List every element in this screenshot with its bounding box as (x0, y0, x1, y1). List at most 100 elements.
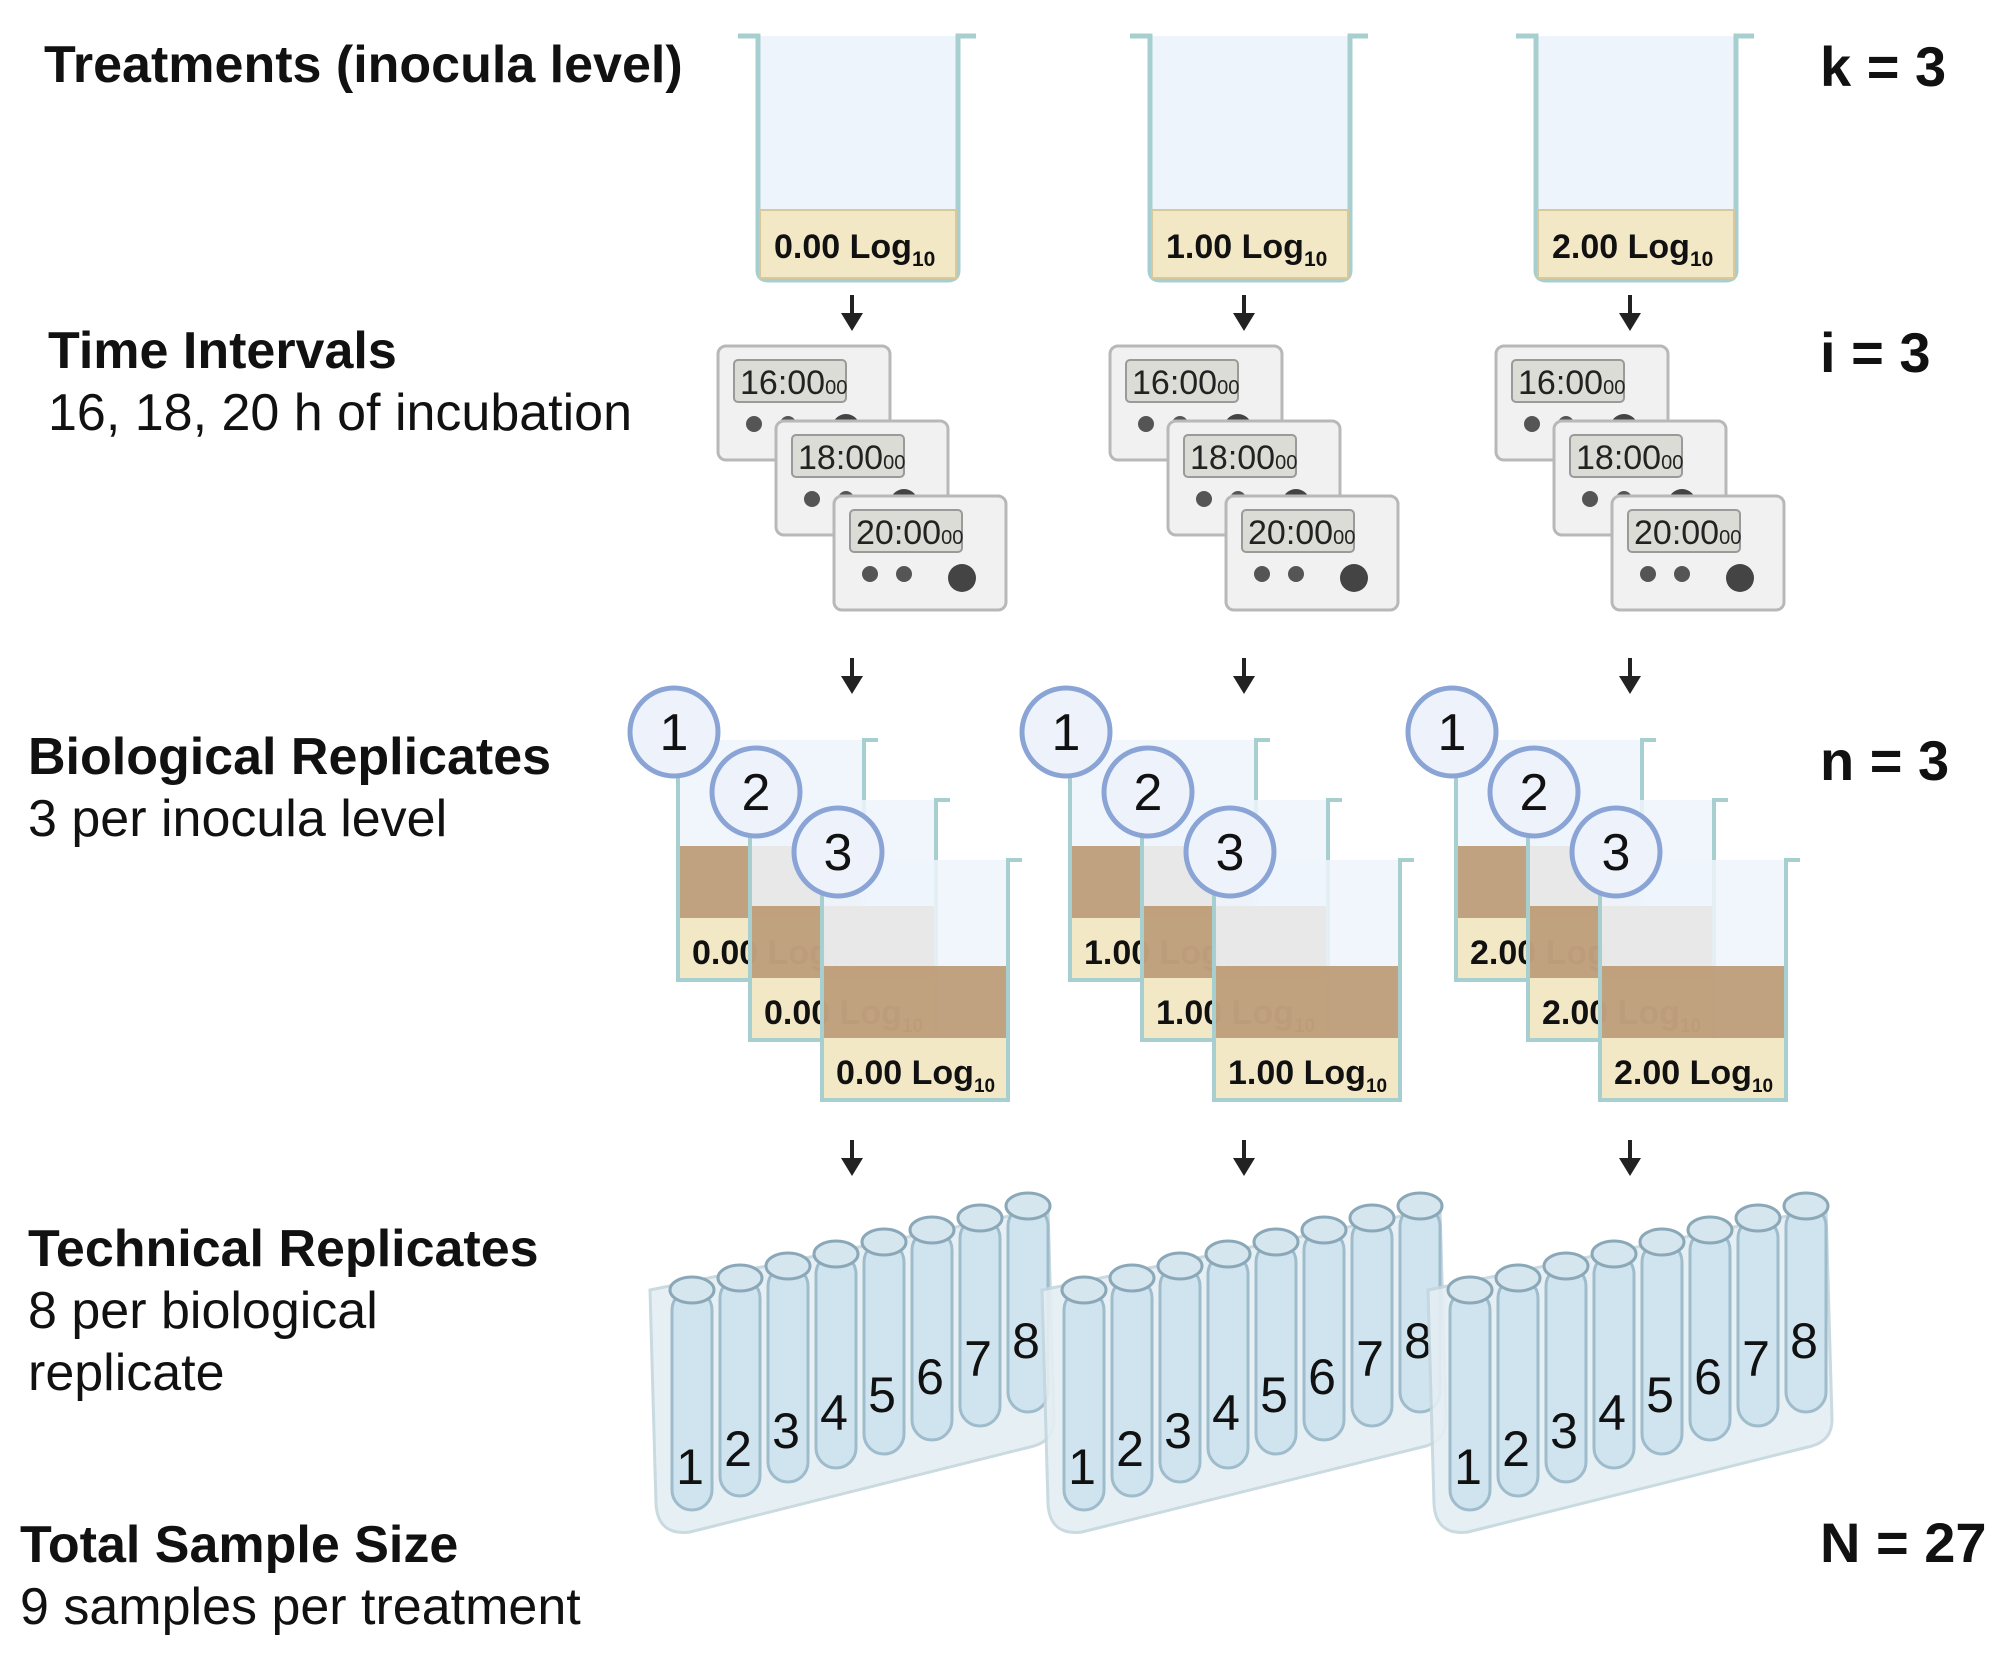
replicate-number-badge: 1 (1405, 685, 1499, 779)
tube-number: 3 (1164, 1403, 1192, 1459)
test-tube-2: 2 (716, 1263, 764, 1498)
down-arrow (1233, 658, 1255, 694)
test-tube-1: 1 (1060, 1275, 1108, 1512)
technical-replicates-subtitle-line2: replicate (28, 1344, 225, 1402)
time-intervals-heading: Time Intervals (48, 322, 397, 380)
timer-stack: 16:0000 18:0000 20:0000 (1108, 344, 1400, 612)
tube-number: 2 (1502, 1421, 1530, 1477)
down-arrow (1619, 1140, 1641, 1176)
tube-number: 5 (1646, 1367, 1674, 1423)
test-tube-1: 1 (668, 1275, 716, 1512)
replicate-number: 3 (824, 824, 853, 882)
down-arrow (1619, 295, 1641, 331)
timer-stack: 16:0000 18:0000 20:0000 (716, 344, 1008, 612)
replicate-inoculum-label: 2.00 Log10 (1614, 1054, 1773, 1097)
tube-number: 4 (1212, 1385, 1240, 1441)
tube-number: 1 (1068, 1439, 1096, 1495)
down-arrow (841, 295, 863, 331)
replicate-number-badge: 2 (709, 745, 803, 839)
total-sample-size-heading: Total Sample Size (20, 1516, 458, 1574)
tube-number: 5 (1260, 1367, 1288, 1423)
timer-display: 20:0000 (1634, 514, 1741, 552)
replicate-number-badge: 1 (1019, 685, 1113, 779)
test-tube-3: 3 (764, 1251, 812, 1484)
inoculum-label: 1.00 Log10 (1166, 228, 1327, 271)
replicate-number-badge: 2 (1101, 745, 1195, 839)
test-tube-4: 4 (812, 1239, 860, 1470)
replicate-number-badge: 2 (1487, 745, 1581, 839)
row-values: k = 3 i = 3 n = 3 N = 27 (1820, 35, 1987, 1574)
test-tube-2: 2 (1108, 1263, 1156, 1498)
technical-replicates-heading: Technical Replicates (28, 1220, 539, 1278)
total-sample-size-subtitle: 9 samples per treatment (20, 1578, 581, 1636)
tube-number: 4 (1598, 1385, 1626, 1441)
test-tube-2: 2 (1494, 1263, 1542, 1498)
time-intervals-subtitle: 16, 18, 20 h of incubation (48, 384, 632, 442)
replicate-number: 3 (1216, 824, 1245, 882)
test-tube-7: 7 (956, 1203, 1004, 1428)
tube-number: 7 (964, 1331, 992, 1387)
row-labels: Treatments (inocula level) Time Interval… (20, 36, 683, 1636)
test-tube-5: 5 (860, 1227, 908, 1456)
timer-stack: 16:0000 18:0000 20:0000 (1494, 344, 1786, 612)
treatment-column-2.00: 2.00 Log10 16:0000 18:0000 20:0000 2.00 Log1… (1405, 33, 1834, 1534)
timer-display: 16:0000 (1518, 364, 1625, 402)
replicate-number: 2 (742, 764, 771, 822)
down-arrow (1233, 1140, 1255, 1176)
tube-number: 1 (676, 1439, 704, 1495)
biological-replicates-subtitle: 3 per inocula level (28, 790, 447, 848)
total-n-value: N = 27 (1820, 1511, 1987, 1574)
replicate-number: 2 (1134, 764, 1163, 822)
test-tube-7: 7 (1348, 1203, 1396, 1428)
inoculum-label: 2.00 Log10 (1552, 228, 1713, 271)
test-tube-5: 5 (1638, 1227, 1686, 1456)
tube-number: 1 (1454, 1439, 1482, 1495)
i-value: i = 3 (1820, 321, 1931, 384)
technical-replicates-subtitle: 8 per biological (28, 1282, 378, 1340)
tube-number: 8 (1404, 1313, 1432, 1369)
illustrations: 0.00 Log10 16:0000 18:0000 20:0000 0.00 Log1… (627, 33, 1834, 1534)
tube-number: 3 (1550, 1403, 1578, 1459)
inoculum-label: 0.00 Log10 (774, 228, 935, 271)
k-value: k = 3 (1820, 35, 1946, 98)
timer-20:00: 20:0000 (832, 494, 1008, 612)
replicate-number: 3 (1602, 824, 1631, 882)
test-tube-8: 8 (1782, 1191, 1830, 1414)
replicate-number: 1 (1438, 704, 1467, 762)
test-tube-6: 6 (908, 1215, 956, 1442)
down-arrow (1619, 658, 1641, 694)
tube-number: 8 (1790, 1313, 1818, 1369)
replicate-number-badge: 3 (1569, 805, 1663, 899)
tube-number: 6 (1694, 1349, 1722, 1405)
test-tube-6: 6 (1300, 1215, 1348, 1442)
treatment-beaker: 0.00 Log10 (738, 33, 976, 283)
test-tube-7: 7 (1734, 1203, 1782, 1428)
test-tube-4: 4 (1590, 1239, 1638, 1470)
replicate-number-badge: 3 (1183, 805, 1277, 899)
replicate-number: 1 (660, 704, 689, 762)
replicate-number: 1 (1052, 704, 1081, 762)
tube-number: 7 (1742, 1331, 1770, 1387)
replicate-beaker-3: 2.00 Log10 3 (1569, 805, 1800, 1102)
timer-display: 20:0000 (1248, 514, 1355, 552)
timer-display: 18:0000 (1576, 439, 1683, 477)
timer-display: 20:0000 (856, 514, 963, 552)
tube-number: 7 (1356, 1331, 1384, 1387)
tube-number: 5 (868, 1367, 896, 1423)
test-tube-8: 8 (1004, 1191, 1052, 1414)
tube-number: 4 (820, 1385, 848, 1441)
replicate-number-badge: 1 (627, 685, 721, 779)
timer-display: 18:0000 (1190, 439, 1297, 477)
timer-display: 18:0000 (798, 439, 905, 477)
replicate-number-badge: 3 (791, 805, 885, 899)
test-tube-1: 1 (1446, 1275, 1494, 1512)
timer-display: 16:0000 (740, 364, 847, 402)
tube-number: 8 (1012, 1313, 1040, 1369)
timer-display: 16:0000 (1132, 364, 1239, 402)
